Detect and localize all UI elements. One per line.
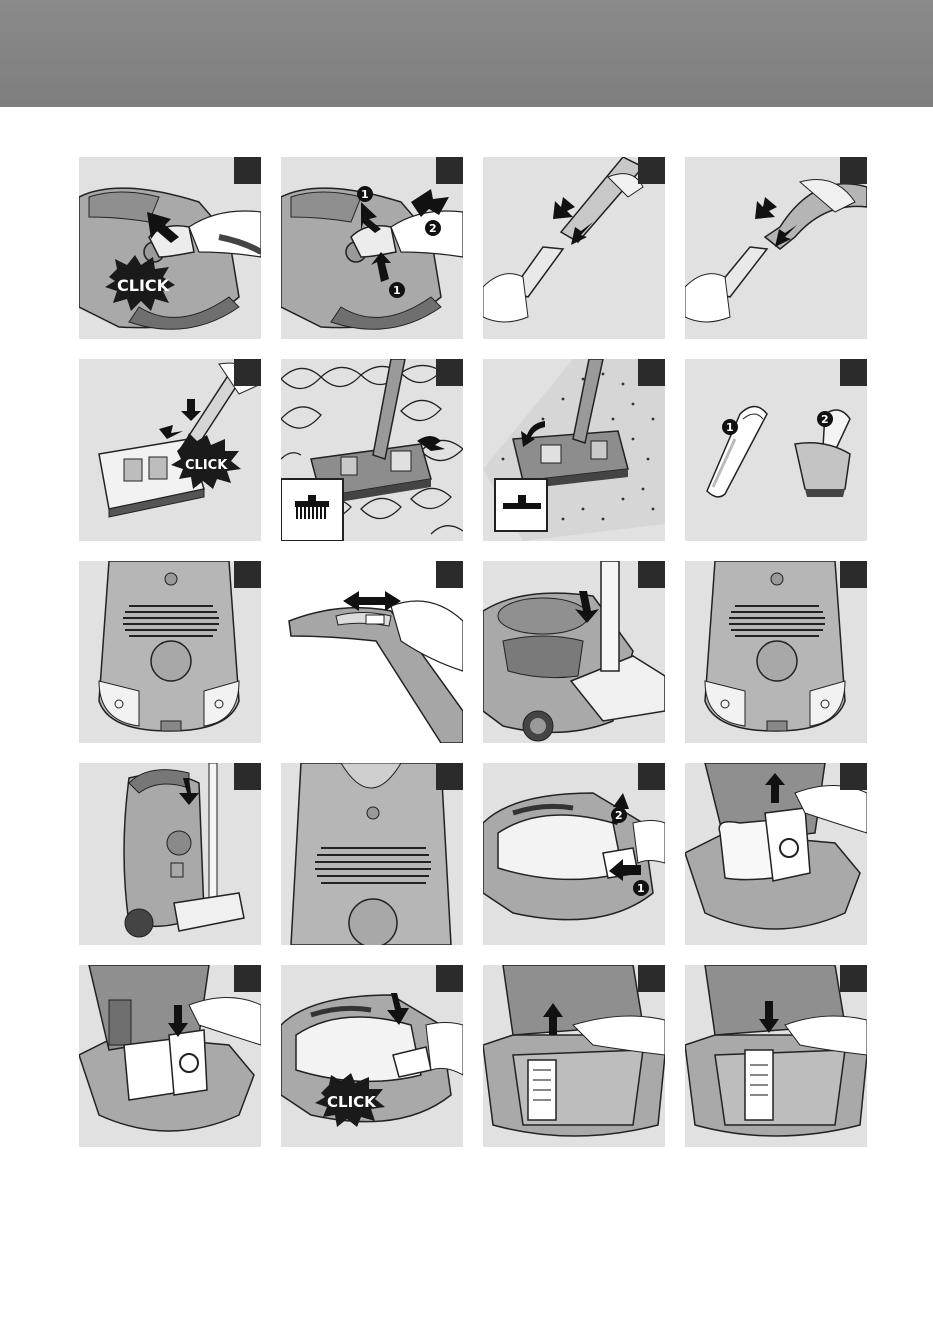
tube-icon [483, 157, 665, 339]
click-burst-icon: CLICK [281, 965, 463, 1147]
panel-suction-slider [281, 561, 463, 743]
header-band [0, 0, 933, 107]
click-label: CLICK [185, 458, 228, 473]
step-markers: 1 2 [685, 359, 867, 541]
vacuum-body-icon [483, 561, 665, 743]
marker-2: 2 [615, 809, 623, 822]
step-number-box [234, 965, 261, 992]
illustration-grid: CLICK 1 2 1 [79, 157, 867, 1147]
vacuum-open-icon [483, 965, 665, 1147]
panel-remove-filter [483, 965, 665, 1147]
step-number-box [234, 763, 261, 790]
step-number-box [840, 359, 867, 386]
click-label: CLICK [327, 1093, 377, 1111]
marker-2: 2 [429, 222, 437, 235]
marker-1: 1 [637, 882, 645, 895]
panel-open-lid: 2 1 [483, 763, 665, 945]
vacuum-open-icon [685, 965, 867, 1147]
panel-insert-bag [79, 965, 261, 1147]
click-burst-icon: CLICK [79, 359, 261, 541]
panel-detach-hose: 1 2 1 [281, 157, 463, 339]
panel-remove-bag [685, 763, 867, 945]
no-brush-icon [483, 359, 665, 541]
panel-vacuum-front-2 [685, 561, 867, 743]
step-markers: 2 1 [483, 763, 665, 945]
hose-icon [685, 157, 867, 339]
vacuum-upright-icon [79, 763, 261, 945]
click-label: CLICK [117, 276, 170, 295]
marker-3: 1 [393, 284, 401, 297]
marker-1: 1 [361, 188, 369, 201]
panel-bag-indicator [281, 763, 463, 945]
click-burst-icon: CLICK [79, 157, 261, 339]
brush-strip-icon [281, 359, 463, 541]
step-number-box [638, 763, 665, 790]
step-markers: 1 2 1 [281, 157, 463, 339]
step-number-box [840, 763, 867, 790]
step-number-box [436, 561, 463, 588]
step-number-box [234, 157, 261, 184]
panel-carpet [483, 359, 665, 541]
step-number-box [840, 965, 867, 992]
step-number-box [638, 359, 665, 386]
step-number-box [436, 763, 463, 790]
panel-close-lid: CLICK [281, 965, 463, 1147]
step-number-box [638, 561, 665, 588]
vacuum-front-icon [685, 561, 867, 743]
panel-attach-hose: CLICK [79, 157, 261, 339]
panel-insert-filter [685, 965, 867, 1147]
marker-1: 1 [726, 421, 734, 434]
panel-park-tube [483, 561, 665, 743]
marker-2: 2 [821, 413, 829, 426]
panel-connect-tube [483, 157, 665, 339]
panel-hard-floor [281, 359, 463, 541]
panel-vacuum-front [79, 561, 261, 743]
handle-slider-icon [281, 561, 463, 743]
vacuum-front-icon [281, 763, 463, 945]
step-number-box [638, 157, 665, 184]
vacuum-front-icon [79, 561, 261, 743]
step-number-box [638, 965, 665, 992]
panel-accessories: 1 2 [685, 359, 867, 541]
step-number-box [840, 561, 867, 588]
step-number-box [234, 561, 261, 588]
panel-connect-hose [685, 157, 867, 339]
vacuum-open-icon [79, 965, 261, 1147]
step-number-box [234, 359, 261, 386]
step-number-box [436, 157, 463, 184]
panel-attach-nozzle: CLICK [79, 359, 261, 541]
step-number-box [436, 965, 463, 992]
vacuum-open-icon [685, 763, 867, 945]
step-number-box [436, 359, 463, 386]
step-number-box [840, 157, 867, 184]
panel-upright-storage [79, 763, 261, 945]
